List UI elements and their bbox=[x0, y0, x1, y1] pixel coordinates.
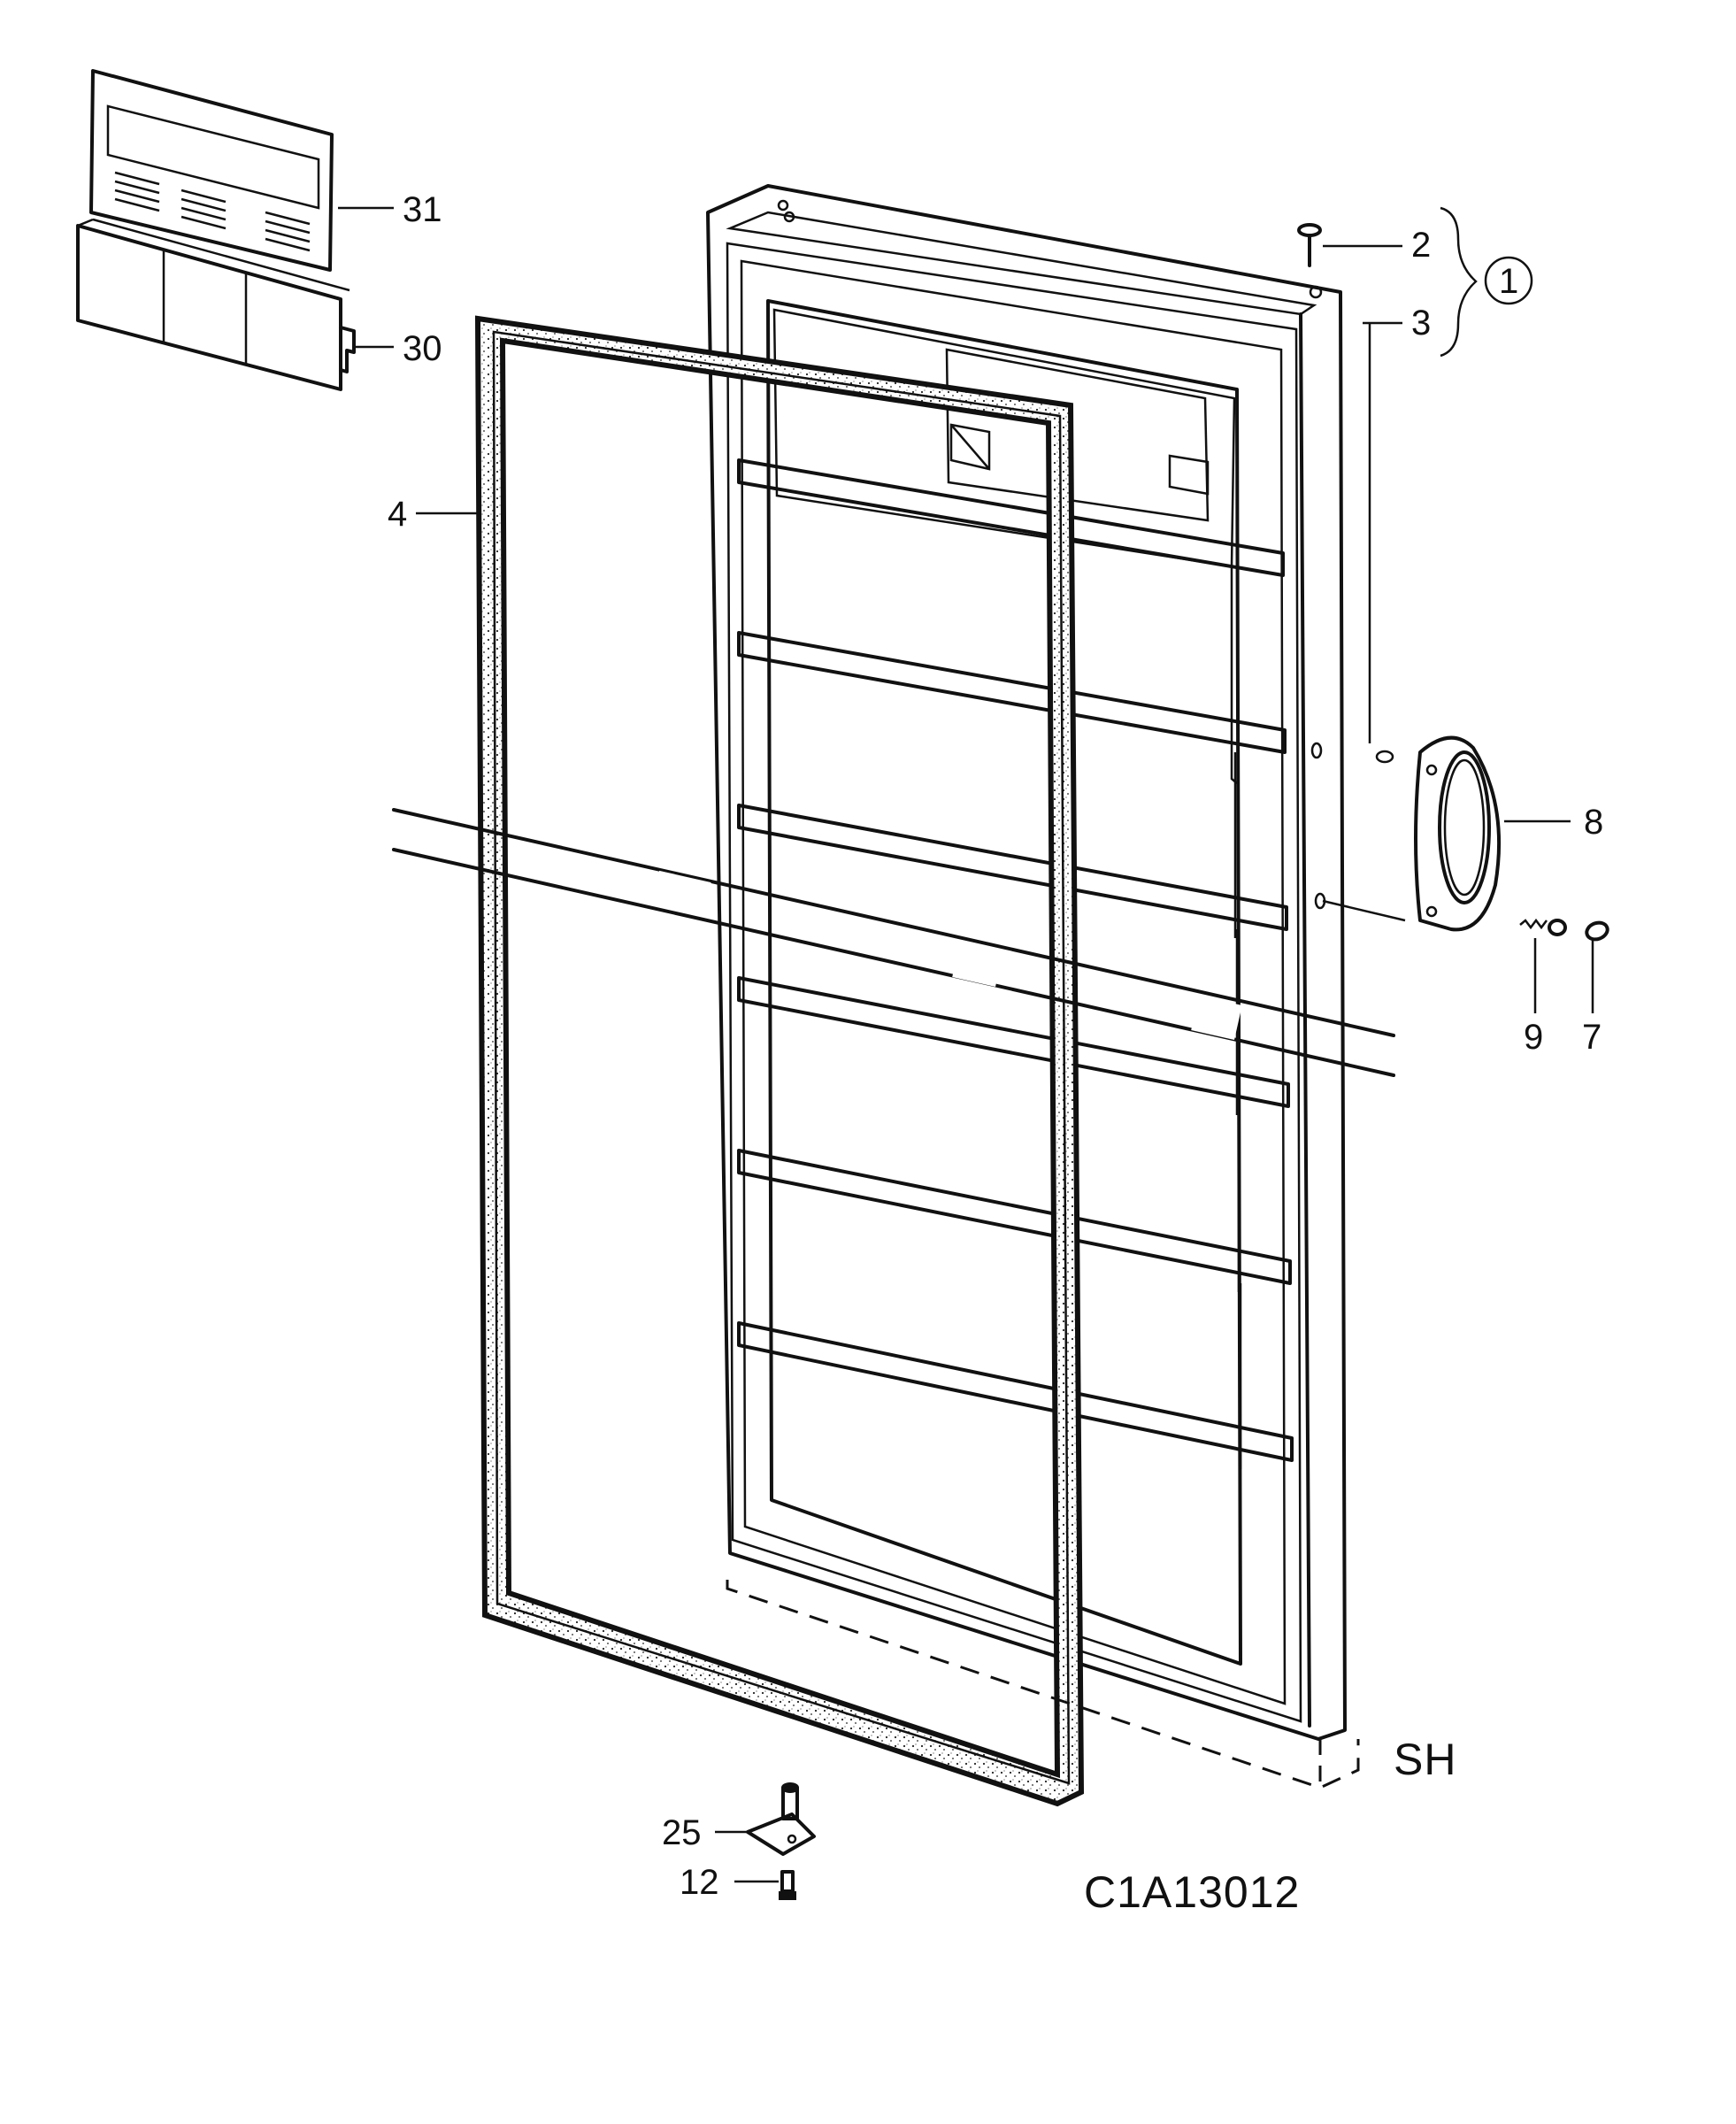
leader-lines bbox=[338, 206, 1594, 1883]
part-30-lower-panel bbox=[76, 218, 356, 391]
part-8-door-handle bbox=[1375, 735, 1502, 932]
part-25-hinge-bracket bbox=[746, 1782, 816, 1856]
label-part-4: 4 bbox=[388, 495, 407, 534]
label-part-30: 30 bbox=[403, 329, 442, 368]
part-3-washer bbox=[1309, 285, 1323, 299]
label-part-12: 12 bbox=[680, 1863, 719, 1902]
part-12-bolt bbox=[779, 1870, 796, 1900]
part-4-door-gasket bbox=[474, 315, 1085, 1807]
part-2-screw bbox=[1297, 223, 1322, 267]
break-line bbox=[392, 808, 1395, 1077]
part-7-screw-cap bbox=[1585, 920, 1609, 942]
part-9-screw bbox=[1519, 918, 1567, 936]
part-31-grille-panel bbox=[89, 69, 334, 272]
label-part-8: 8 bbox=[1584, 803, 1603, 842]
label-part-3: 3 bbox=[1411, 304, 1431, 342]
label-part-31: 31 bbox=[403, 190, 442, 229]
label-part-7: 7 bbox=[1582, 1018, 1602, 1057]
door-shelf-bars bbox=[737, 458, 1294, 1469]
drawing-code: C1A13012 bbox=[1084, 1867, 1300, 1917]
sh-dashed-outline bbox=[726, 1580, 1360, 1789]
label-part-2: 2 bbox=[1411, 226, 1431, 265]
label-part-25: 25 bbox=[662, 1813, 702, 1852]
door-body bbox=[706, 184, 1347, 1741]
label-sh: SH bbox=[1394, 1735, 1456, 1784]
group-1-brace bbox=[1440, 206, 1478, 358]
group-1-circle bbox=[1484, 256, 1533, 305]
label-part-9: 9 bbox=[1524, 1018, 1543, 1057]
label-group-1: 1 bbox=[1499, 262, 1518, 301]
